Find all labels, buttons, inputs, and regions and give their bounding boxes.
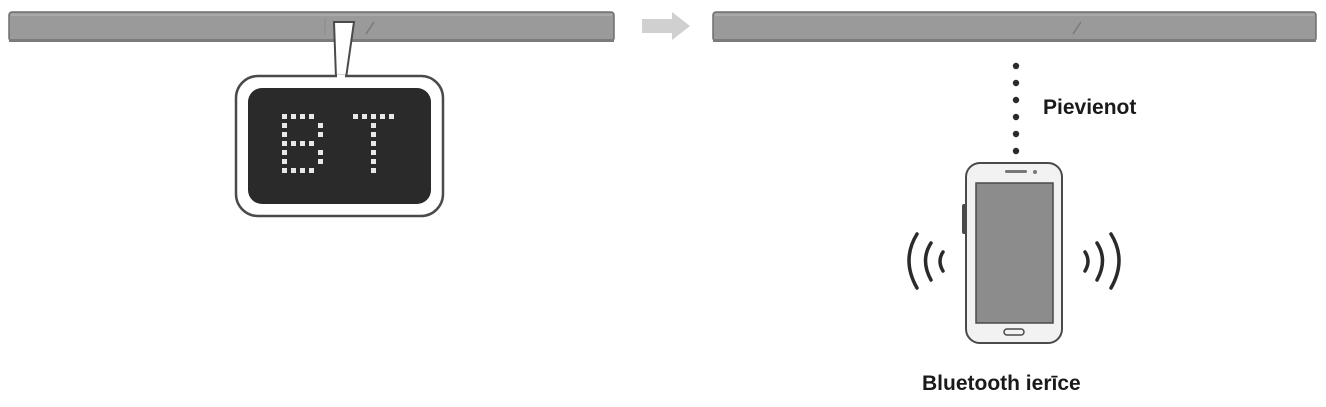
connection-dots bbox=[1012, 62, 1020, 155]
signal-waves-left-icon bbox=[907, 232, 945, 290]
display-char bbox=[353, 114, 394, 173]
smartphone-icon bbox=[962, 162, 1063, 344]
connect-label: Pievienot bbox=[1043, 96, 1137, 119]
soundbar-right bbox=[712, 11, 1317, 42]
soundbar-left bbox=[8, 11, 615, 42]
signal-waves-right-icon bbox=[1083, 232, 1121, 290]
display-char bbox=[282, 114, 323, 173]
right-arrow-icon bbox=[642, 12, 690, 40]
bluetooth-device-label: Bluetooth ierīce bbox=[922, 372, 1081, 395]
